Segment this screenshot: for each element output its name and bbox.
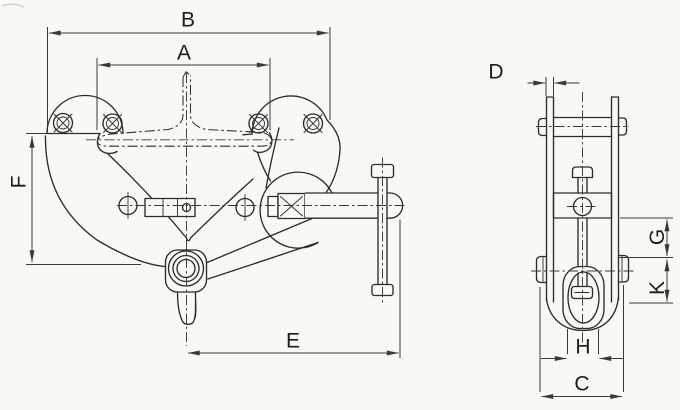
dimension-label-h: H (575, 336, 590, 359)
dimension-label-k: K (646, 281, 669, 295)
beam-web-tip (182, 71, 191, 78)
dimension-label-e: E (286, 330, 300, 353)
handle-assembly (267, 163, 404, 297)
wedge-edge-left (107, 153, 188, 239)
right-jaw-bottom-edge (242, 133, 253, 136)
dimension-label-f: F (8, 176, 31, 189)
tommy-bar-mask (378, 176, 387, 286)
spindle-pad-block (144, 197, 196, 218)
jaw-pins (52, 112, 324, 134)
lower-strut-edge-outer (207, 241, 319, 280)
body-right-inner-edge (265, 127, 280, 189)
screw-cap (571, 166, 594, 179)
pin-end-right (617, 117, 628, 136)
side-view-dimensions: D G K H C (488, 61, 673, 399)
dimension-label-g: G (646, 229, 669, 245)
handle-collar (267, 195, 279, 218)
hook-finger (176, 291, 197, 325)
pivot-ring-outer (167, 250, 205, 287)
wedge-edge-right (189, 178, 254, 239)
jaw-pin (52, 112, 74, 134)
nut-chamfer-line (280, 196, 303, 217)
lower-strut-edge-inner (205, 217, 313, 264)
pivot-assembly (164, 249, 208, 325)
front-view-dimensions: B A F E (8, 9, 401, 358)
front-centerlines (117, 73, 406, 346)
dimension-label-a: A (177, 42, 191, 65)
pivot-ring-middle (172, 254, 200, 283)
left-mouth-lip (96, 132, 118, 155)
shackle-assembly (535, 254, 630, 332)
pivot-ring-inner (176, 258, 196, 279)
shackle-bow (545, 296, 620, 332)
scan-artifact (1, 3, 25, 8)
side-centerlines (531, 92, 634, 347)
pin-end-left (537, 117, 548, 137)
dimension-label-c: C (574, 373, 589, 396)
beam-flange-outline (96, 75, 272, 147)
right-pocket-edge (256, 151, 272, 182)
wedge-tip (185, 237, 192, 242)
shackle-pin-boss-left (535, 255, 548, 284)
beam-flange-phantom (86, 71, 294, 147)
jaw-pin (102, 113, 123, 134)
shackle-pin-boss-right (617, 254, 630, 283)
screw-boss-circle (259, 171, 333, 249)
front-view: B A F E (8, 9, 406, 358)
lifting-eye-inner (567, 271, 600, 324)
dimension-label-b: B (181, 9, 195, 32)
right-mouth-lip (252, 132, 273, 153)
right-jaw-cam-outline (251, 95, 341, 193)
jaw-pin (248, 113, 269, 134)
side-view: D G K H C (488, 61, 673, 399)
body-left-arc (44, 135, 166, 268)
dimension-label-d: D (488, 61, 503, 84)
jaw-pin (302, 113, 324, 134)
spindle-pad (144, 197, 196, 218)
